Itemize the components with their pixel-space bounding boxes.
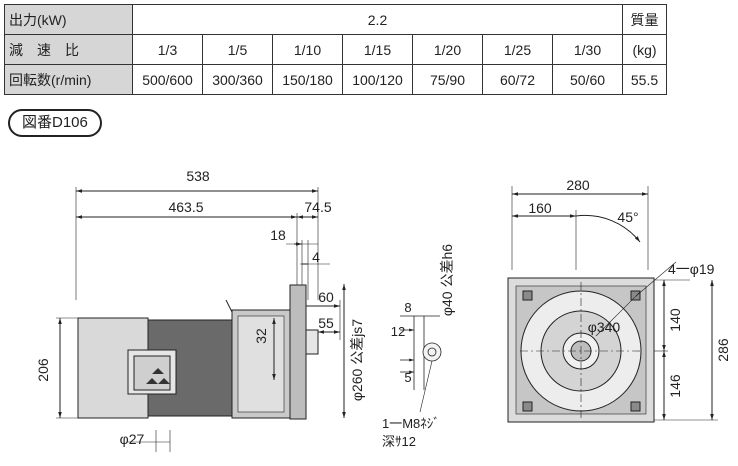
- speed-cell: 100/120: [342, 64, 413, 95]
- dim-angle: 45°: [617, 209, 638, 225]
- dim-140: 140: [667, 308, 683, 332]
- front-view: [507, 186, 718, 423]
- dim-shaft-tolerance: φ40 公差h6: [439, 244, 455, 316]
- dim-8: 8: [404, 300, 411, 315]
- dim-pcd: φ340: [588, 319, 621, 335]
- ratio-cell: 1/30: [551, 34, 624, 65]
- ratio-cell: 1/10: [272, 34, 343, 65]
- dim-body: 463.5: [168, 199, 203, 215]
- dim-18: 18: [270, 227, 286, 243]
- ratio-cell: 1/15: [342, 34, 413, 65]
- tap-label: 1一M8ﾈｼﾞ: [382, 416, 440, 431]
- dim-32: 32: [253, 328, 269, 344]
- side-view-labels: 538 463.5 74.5 18 4 60 55 32 206 φ27 φ26…: [35, 168, 455, 447]
- table-row-output: 出力(kW) 2.2 質量: [4, 4, 668, 35]
- output-label: 出力(kW): [4, 4, 133, 35]
- speed-label: 回転数(r/min): [4, 64, 133, 95]
- speed-cell: 50/60: [551, 64, 624, 95]
- dim-overall: 538: [186, 168, 210, 184]
- speed-cell: 300/360: [202, 64, 273, 95]
- dim-shaft-dia: φ27: [120, 431, 145, 447]
- front-view-labels: 280 160 45° 4一φ19 φ340 140 146 286: [528, 177, 731, 398]
- dim-shaft-total: 74.5: [304, 199, 331, 215]
- spec-table: 出力(kW) 2.2 質量 減速比 1/3 1/5 1/10 1/15 1/20…: [4, 4, 668, 95]
- dim-half: 160: [528, 200, 552, 216]
- table-row-speed: 回転数(r/min) 500/600 300/360 150/180 100/1…: [4, 64, 668, 95]
- table-row-ratio: 減速比 1/3 1/5 1/10 1/15 1/20 1/25 1/30 (kg…: [4, 34, 668, 65]
- dim-width: 280: [566, 177, 590, 193]
- ratio-cell: 1/20: [412, 34, 483, 65]
- depth-label: 深ｻ12: [382, 434, 416, 449]
- dim-60: 60: [318, 289, 334, 305]
- dim-4: 4: [312, 249, 320, 265]
- figure-number-badge: 図番D106: [8, 109, 102, 137]
- mass-unit: (kg): [622, 34, 668, 65]
- key-detail-labels: 8 12 5 1一M8ﾈｼﾞ 深ｻ12: [382, 300, 440, 449]
- key-detail: [400, 315, 442, 413]
- ratio-label: 減速比: [4, 34, 133, 65]
- speed-cell: 150/180: [272, 64, 343, 95]
- dim-height: 206: [35, 358, 51, 382]
- dim-286: 286: [715, 338, 731, 362]
- speed-cell: 60/72: [482, 64, 553, 95]
- ratio-cell: 1/5: [202, 34, 273, 65]
- mass-label: 質量: [622, 4, 668, 35]
- dim-flange-dia: φ260 公差js7: [349, 319, 365, 401]
- ratio-cell: 1/25: [482, 34, 553, 65]
- dim-12: 12: [391, 324, 405, 339]
- dim-146: 146: [667, 374, 683, 398]
- dim-5: 5: [404, 370, 411, 385]
- dim-55: 55: [318, 315, 334, 331]
- mass-value: 55.5: [622, 64, 668, 95]
- side-view: [56, 187, 346, 452]
- speed-cell: 75/90: [412, 64, 483, 95]
- dim-holes: 4一φ19: [668, 261, 715, 277]
